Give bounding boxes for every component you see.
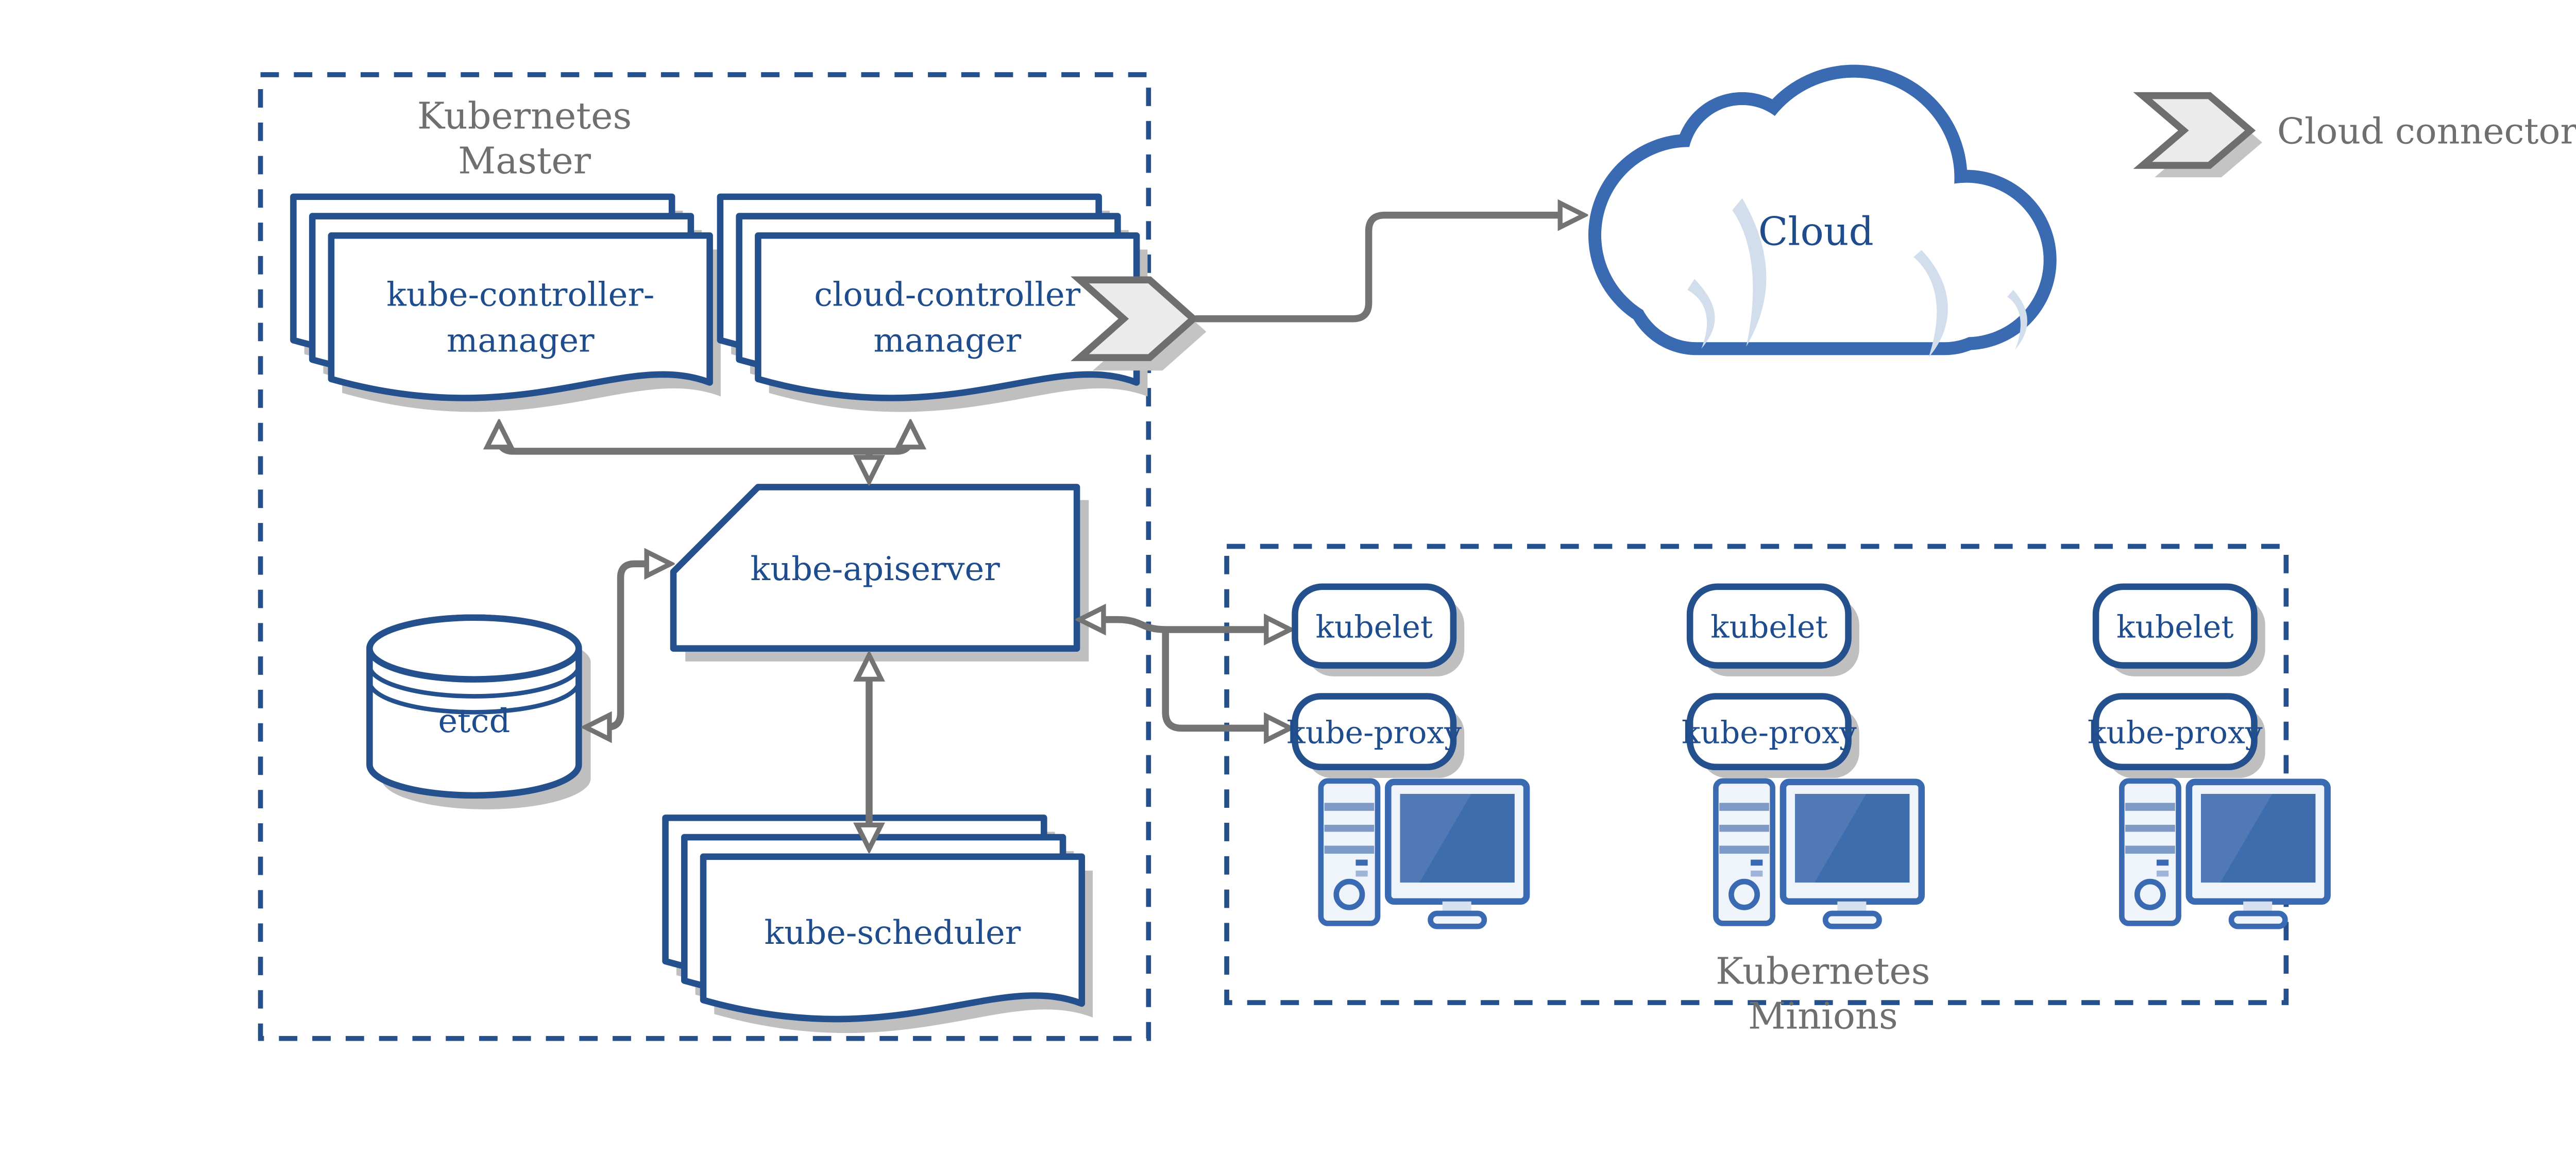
cloud-highlight xyxy=(1732,198,1767,347)
cloud-highlight xyxy=(1687,279,1715,349)
kubelet-label: kubelet xyxy=(2116,609,2233,645)
kubernetes-master-boundary xyxy=(258,72,1151,1041)
master-title-line1: Kubernetes xyxy=(417,94,632,137)
cloud-highlight xyxy=(2007,290,2027,350)
kubelet-label: kubelet xyxy=(1316,609,1433,645)
minions-title: Kubernetes Minions xyxy=(1716,949,1930,1037)
node-column-1: kubelet kube-proxy xyxy=(1286,583,1530,929)
cloud-connector-legend-label: Cloud connector xyxy=(2277,110,2576,152)
kubelet-box xyxy=(1292,583,1457,669)
computer-icon xyxy=(1713,778,1925,929)
cloud-connector-arrow xyxy=(1071,276,1207,371)
arrow-apiserver-kubelet xyxy=(1081,620,1289,630)
kube-proxy-box xyxy=(1292,693,1457,771)
arrow-connector-to-cloud xyxy=(1195,215,1583,323)
kubelet-box xyxy=(1686,583,1852,669)
kube-proxy-label: kube-proxy xyxy=(2088,715,2263,751)
kube-apiserver-label: kube-apiserver xyxy=(750,550,1000,588)
arrow-apiserver-to-controllers xyxy=(499,425,911,455)
master-title-line2: Master xyxy=(458,139,591,182)
arrow-apiserver-kubeproxy xyxy=(1162,630,1289,728)
legend-cloud-connector: Cloud connector xyxy=(2133,92,2576,178)
kubelet-box xyxy=(2092,583,2258,669)
kube-proxy-box xyxy=(2092,693,2258,771)
kubernetes-architecture-diagram: Kubernetes Master kube-controller- manag… xyxy=(258,64,2576,1041)
minions-title-line2: Minions xyxy=(1748,994,1898,1037)
cloud-highlight xyxy=(1913,250,1948,358)
etcd-node: etcd xyxy=(366,614,591,809)
node-column-3: kubelet kube-proxy xyxy=(2088,583,2331,929)
cloud-shape: Cloud xyxy=(1588,64,2057,358)
kube-proxy-box xyxy=(1686,693,1852,771)
kube-scheduler-label: kube-scheduler xyxy=(765,914,1021,952)
etcd-ring xyxy=(367,681,581,715)
cloud-controller-manager-label-line2: manager xyxy=(873,322,1021,360)
node-column-2: kubelet kube-proxy xyxy=(1682,583,1925,929)
etcd-label: etcd xyxy=(438,702,510,740)
kubelet-label: kubelet xyxy=(1710,609,1827,645)
computer-icon xyxy=(1318,778,1530,929)
kube-apiserver-node: kube-apiserver xyxy=(670,484,1089,662)
kubernetes-minions-boundary xyxy=(1224,544,2289,1005)
cloud-controller-manager-label-line1: cloud-controller xyxy=(814,276,1080,314)
kube-proxy-label: kube-proxy xyxy=(1286,715,1462,751)
kube-controller-manager-label-line2: manager xyxy=(447,322,595,360)
kube-controller-manager-node: kube-controller- manager xyxy=(290,193,721,412)
cloud-controller-manager-node: cloud-controller manager xyxy=(717,193,1148,412)
arrow-apiserver-etcd xyxy=(587,564,669,727)
kube-proxy-label: kube-proxy xyxy=(1682,715,1857,751)
kube-controller-manager-label-line1: kube-controller- xyxy=(386,276,654,314)
diagram-canvas: Kubernetes Master kube-controller- manag… xyxy=(258,64,2576,1041)
cloud-connector-legend-icon xyxy=(2133,92,2256,169)
cloud-label: Cloud xyxy=(1758,209,1874,255)
etcd-ring xyxy=(367,665,581,699)
master-title: Kubernetes Master xyxy=(417,94,632,182)
kube-scheduler-node: kube-scheduler xyxy=(662,815,1093,1033)
computer-icon xyxy=(2119,778,2331,929)
minions-title-line1: Kubernetes xyxy=(1716,949,1930,992)
